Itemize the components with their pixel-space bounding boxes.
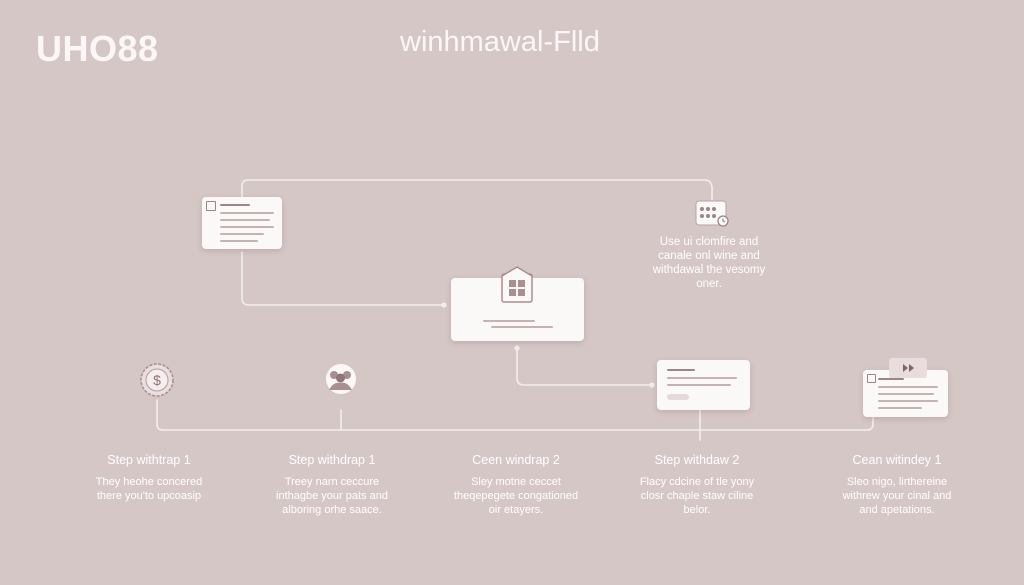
step-line: oir etayers. <box>488 504 544 516</box>
step-title: Step withdrap 1 <box>288 453 376 467</box>
step-description: Flacy cdcine of tle yony closr chaple st… <box>612 475 782 517</box>
step-line: theqepegete congationed <box>453 490 579 502</box>
dollar-coin-icon: $ <box>140 363 174 397</box>
note-line: withdawal the vesomy <box>652 264 766 276</box>
step-1: Step withtrap 1 They heohe concered ther… <box>64 453 234 503</box>
step-3: Ceen windrap 2 Sley motne ceccet theqepe… <box>431 453 601 517</box>
step-description: They heohe concered there you'to upcoasi… <box>64 475 234 503</box>
step-line: Treey narn ceccure <box>284 476 380 488</box>
form-card-middle <box>657 360 750 410</box>
step-line: Flacy cdcine of tle yony <box>639 476 755 488</box>
note-line: canale onl wine and <box>658 250 760 262</box>
step-title: Ceen windrap 2 <box>472 453 560 467</box>
step-line: Sleo nigo, lirthereine <box>846 476 948 488</box>
step-description: Sley motne ceccet theqepegete congatione… <box>431 475 601 517</box>
step-4: Step withdaw 2 Flacy cdcine of tle yony … <box>612 453 782 517</box>
video-play-icon <box>889 358 927 378</box>
step-line: and apetations. <box>859 504 935 516</box>
brand-logo: UHO88 <box>36 28 159 69</box>
action-pill <box>667 394 689 400</box>
step-description: Sleo nigo, lirthereine withrew your cina… <box>812 475 982 517</box>
step-2: Step withdrap 1 Treey narn ceccure intha… <box>247 453 417 517</box>
page-title: winhmawal-Flld <box>400 26 600 58</box>
step-title: Step withtrap 1 <box>107 453 191 467</box>
note-line: oner. <box>696 278 722 290</box>
step-line: inthagbe your pats and <box>276 490 388 502</box>
step-line: They heohe concered <box>95 476 203 488</box>
bank-building-icon <box>501 266 533 303</box>
note-line: Use ui clomfire and <box>659 236 759 248</box>
step-title: Step withdaw 2 <box>654 453 740 467</box>
step-title: Cean witindey 1 <box>852 453 942 467</box>
step-5: Cean witindey 1 Sleo nigo, lirthereine w… <box>812 453 982 517</box>
people-icon <box>326 364 356 394</box>
step-line: alboring orhe saace. <box>282 504 382 516</box>
checkbox-icon <box>206 201 216 211</box>
step-line: Sley motne ceccet <box>471 476 561 488</box>
step-line: withrew your cinal and <box>842 490 952 502</box>
step-line: there you'to upcoasip <box>96 490 202 502</box>
step-line: closr chaple staw ciline <box>640 490 754 502</box>
step-line: belor. <box>683 504 711 516</box>
step-description: Treey narn ceccure inthagbe your pats an… <box>247 475 417 517</box>
calendar-icon <box>695 200 729 227</box>
video-card <box>863 370 948 417</box>
form-card-top <box>202 197 282 249</box>
checkbox-icon <box>867 374 876 383</box>
svg-text:$: $ <box>153 372 161 388</box>
info-note: Use ui clomfire and canale onl wine and … <box>629 235 789 291</box>
